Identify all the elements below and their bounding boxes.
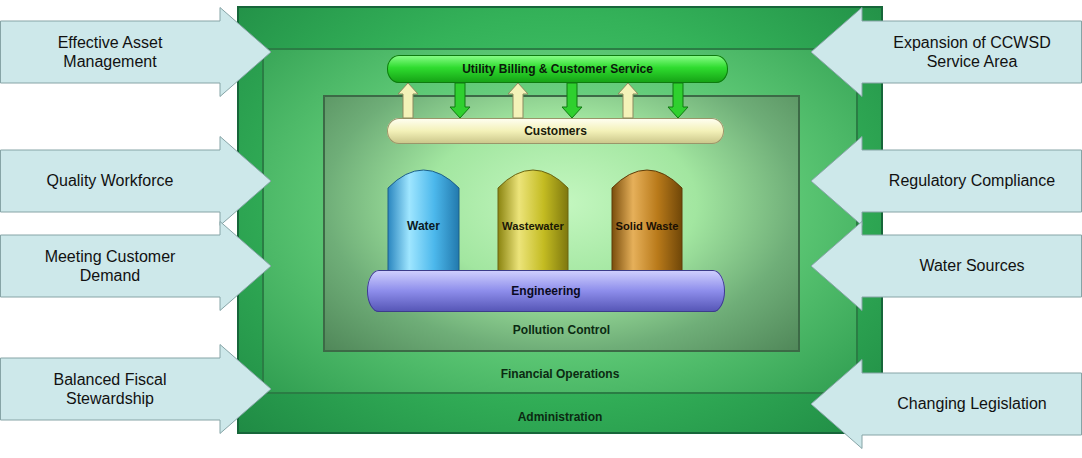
pollution-control-frame: Pollution Control CustomersWater Wastewate… [323, 95, 800, 352]
arrow-text-area: Water Sources [866, 235, 1078, 297]
factor-arrow: Regulatory Compliance [810, 136, 1082, 226]
arrow-outline [811, 137, 1082, 226]
factor-arrow: Water Sources [810, 221, 1082, 311]
node-label: Meeting Customer Demand [43, 247, 178, 285]
node-label: Wastewater [502, 220, 564, 232]
factor-arrow: Expansion of CCWSD Service Area [810, 7, 1082, 97]
factor-arrow: Meeting Customer Demand [0, 221, 272, 311]
arrow-text-area: Regulatory Compliance [866, 150, 1078, 212]
arrow-text-area: Meeting Customer Demand [4, 235, 216, 297]
wastewater-silo: Wastewater [497, 162, 569, 282]
factor-arrow: Quality Workforce [0, 136, 272, 226]
silo-outline [388, 170, 459, 282]
arrow-outline [1, 137, 272, 226]
arrow-shape [0, 221, 272, 311]
node-label: Engineering [511, 284, 580, 298]
node-label: Quality Workforce [47, 171, 174, 190]
arrow-outline [811, 222, 1082, 311]
node-label: Utility Billing & Customer Service [462, 62, 653, 76]
solid-waste-silo: Solid Waste [611, 162, 683, 282]
node-label: Pollution Control [513, 323, 610, 337]
silo-text-area: Water [387, 184, 460, 268]
customers-bar: Customers [387, 118, 724, 144]
node-label: Administration [518, 410, 603, 424]
flow-arrow [508, 83, 528, 118]
node-label: Water [407, 219, 440, 233]
arrow-outline [1, 222, 272, 311]
arrow-text-area: Effective Asset Management [4, 21, 216, 83]
financial-operations-frame: Financial Operations Utility Billing & Cu… [262, 48, 858, 394]
flow-arrow [450, 83, 470, 118]
node-label: Financial Operations [501, 367, 620, 381]
node-label: Customers [524, 124, 587, 138]
silo-text-area: Solid Waste [611, 184, 683, 268]
arrow-text-area: Balanced Fiscal Stewardship [4, 358, 216, 420]
node-label: Solid Waste [616, 220, 679, 232]
administration-frame: Administration Financial Operations Utilit… [237, 6, 883, 434]
frame-caption: Financial Operations [262, 364, 858, 382]
factor-arrow: Effective Asset Management [0, 7, 272, 97]
node-label: Regulatory Compliance [889, 171, 1055, 190]
arrow-outline [1, 8, 272, 97]
silo-outline [612, 170, 682, 282]
frame-caption: Pollution Control [323, 320, 800, 338]
arrow-text-area: Quality Workforce [4, 150, 216, 212]
water-silo: Water [387, 162, 460, 282]
factor-arrow: Changing Legislation [810, 359, 1082, 449]
silo-outline [498, 170, 568, 282]
arrow-outline [1, 345, 272, 434]
arrow-shape [810, 7, 1082, 97]
factor-arrow: Balanced Fiscal Stewardship [0, 344, 272, 434]
silo-text-area: Wastewater [497, 184, 569, 268]
flow-arrow [562, 83, 582, 118]
arrow-shape [0, 7, 272, 97]
flow-arrow [668, 83, 688, 118]
arrow-text-area: Expansion of CCWSD Service Area [866, 21, 1078, 83]
node-label: Expansion of CCWSD Service Area [882, 33, 1062, 71]
frame-caption: Administration [237, 407, 883, 425]
node-label: Water Sources [919, 256, 1024, 275]
billing-bar: Utility Billing & Customer Service [387, 55, 728, 83]
node-label: Changing Legislation [897, 394, 1046, 413]
arrow-outline [811, 360, 1082, 449]
arrow-text-area: Changing Legislation [866, 373, 1078, 435]
node-label: Effective Asset Management [30, 33, 190, 71]
node-label: Balanced Fiscal Stewardship [25, 370, 195, 408]
arrow-shape [0, 344, 272, 434]
flow-arrow [398, 83, 418, 118]
engineering-bar: Engineering [367, 270, 725, 312]
flow-arrow [618, 83, 638, 118]
arrow-outline [811, 8, 1082, 97]
